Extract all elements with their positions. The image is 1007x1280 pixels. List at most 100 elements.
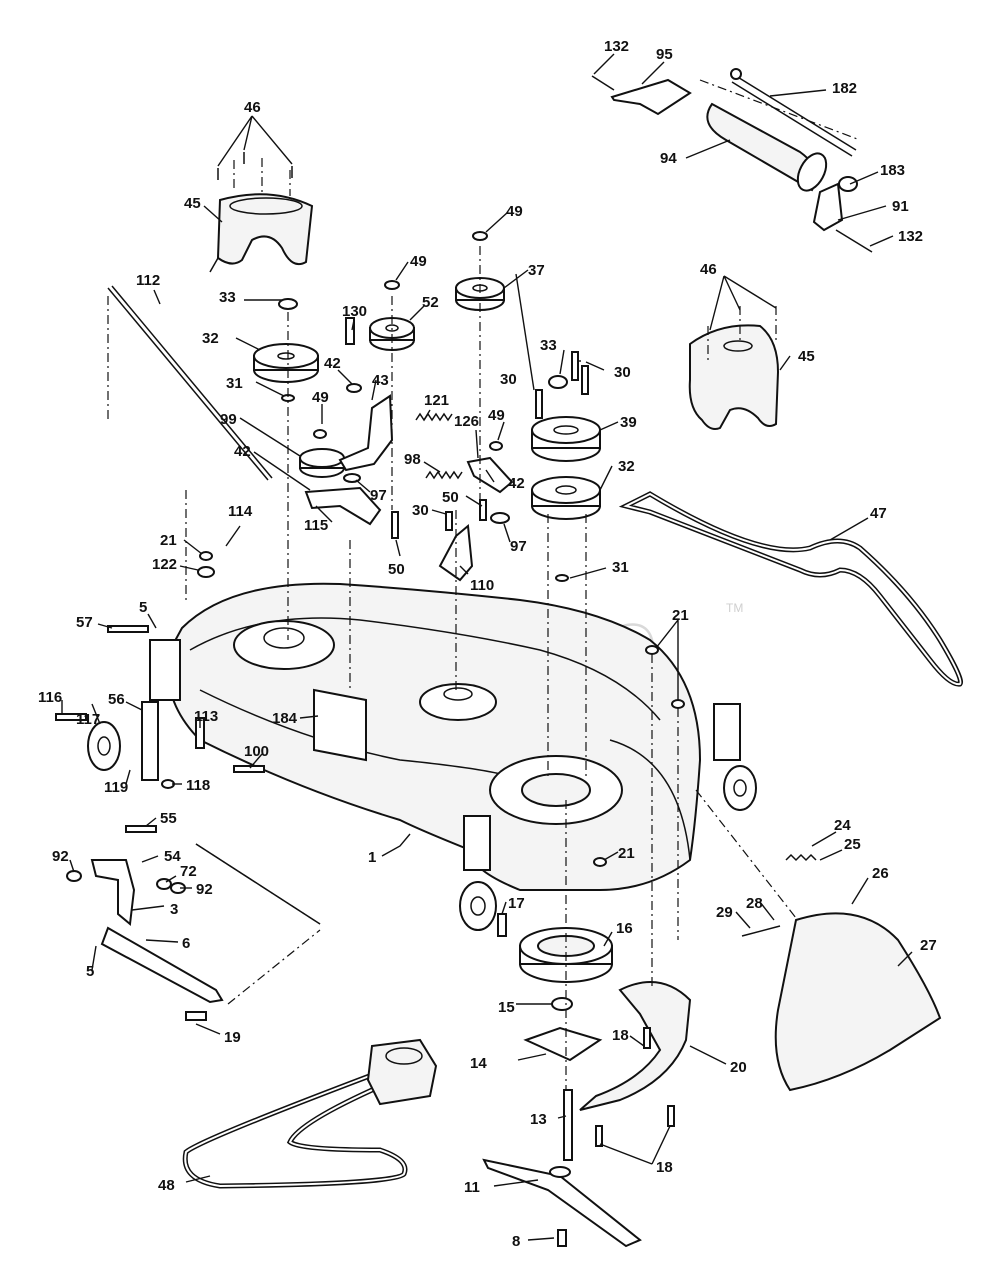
pulley-39 (531, 416, 601, 462)
washer-42-a (346, 383, 362, 393)
callout-27: 27 (920, 937, 937, 954)
callout-5: 5 (86, 963, 94, 980)
callout-45: 45 (798, 348, 815, 365)
callout-98: 98 (404, 451, 421, 468)
small-hardware (55, 551, 685, 1247)
bolt-130 (345, 317, 355, 345)
belt-cover-left (209, 152, 314, 273)
callout-49: 49 (312, 389, 329, 406)
callout-16: 16 (616, 920, 633, 937)
callout-21: 21 (672, 607, 689, 624)
pulley-32-right (531, 476, 601, 520)
callout-31: 31 (226, 375, 243, 392)
callout-37: 37 (528, 262, 545, 279)
callout-132: 132 (604, 38, 629, 55)
callout-15: 15 (498, 999, 515, 1016)
callout-20: 20 (730, 1059, 747, 1076)
callout-25: 25 (844, 836, 861, 853)
roller-assembly (591, 68, 873, 253)
callout-42: 42 (508, 475, 525, 492)
callout-17: 17 (508, 895, 525, 912)
wheel-right (723, 765, 757, 811)
callout-19: 19 (224, 1029, 241, 1046)
callout-110: 110 (470, 577, 494, 594)
callout-46: 46 (244, 99, 261, 116)
pulley-32-left (253, 343, 319, 383)
callout-13: 13 (530, 1111, 547, 1128)
callout-182: 182 (832, 80, 857, 97)
callout-54: 54 (164, 848, 181, 865)
wheel-front (459, 881, 497, 931)
callout-184: 184 (272, 710, 298, 727)
spring-121 (415, 412, 453, 422)
link-6 (100, 926, 224, 1004)
nut-49-a (472, 231, 488, 241)
idler-99 (299, 448, 345, 478)
callout-49: 49 (410, 253, 427, 270)
callout-32: 32 (202, 330, 219, 347)
bracket-43 (338, 394, 394, 472)
callout-30: 30 (614, 364, 631, 381)
callout-42: 42 (324, 355, 341, 372)
bracket-184 (313, 688, 367, 762)
callout-33: 33 (540, 337, 557, 354)
callout-100: 100 (244, 743, 269, 760)
callout-28: 28 (746, 895, 763, 912)
callout-30: 30 (412, 502, 429, 519)
callout-11: 11 (464, 1179, 480, 1196)
callout-118: 118 (186, 777, 210, 794)
watermark-trademark: TM (726, 601, 743, 615)
callout-48: 48 (158, 1177, 175, 1194)
plate-56 (141, 701, 159, 781)
alignment-lines (107, 246, 797, 1090)
mower-deck (167, 582, 702, 891)
callout-24: 24 (834, 817, 851, 834)
nut-49-c (313, 429, 327, 439)
callout-6: 6 (182, 935, 190, 952)
nut-33-right (548, 375, 568, 389)
callout-3: 3 (170, 901, 178, 918)
callout-50: 50 (388, 561, 405, 578)
callout-126: 126 (454, 413, 479, 430)
callout-43: 43 (372, 372, 389, 389)
callout-26: 26 (872, 865, 889, 882)
bolts-30 (445, 351, 589, 531)
spring-98 (425, 470, 463, 480)
bolt-50-b (479, 499, 487, 521)
callout-113: 113 (194, 708, 218, 725)
gearbox (366, 1038, 438, 1106)
spring-25 (785, 853, 817, 862)
rod-29 (741, 925, 781, 937)
rod-112 (107, 287, 269, 481)
callout-18: 18 (656, 1159, 673, 1176)
callout-29: 29 (716, 904, 733, 921)
nut-49-d (489, 441, 503, 451)
wheel-117 (87, 721, 121, 771)
callout-8: 8 (512, 1233, 520, 1250)
callout-95: 95 (656, 46, 673, 63)
callout-97: 97 (510, 538, 527, 555)
callout-47: 47 (870, 505, 887, 522)
callout-132: 132 (898, 228, 923, 245)
callout-30: 30 (500, 371, 517, 388)
callout-91: 91 (892, 198, 909, 215)
callout-183: 183 (880, 162, 905, 179)
callout-49: 49 (506, 203, 523, 220)
callout-14: 14 (470, 1055, 487, 1072)
callout-21: 21 (160, 532, 177, 549)
belt-cover-right (688, 306, 780, 430)
hanger-front (463, 815, 491, 871)
nut-49-b (384, 280, 400, 290)
callout-117: 117 (76, 711, 100, 728)
callout-52: 52 (422, 294, 439, 311)
callout-1: 1 (368, 849, 376, 866)
link-3 (90, 859, 136, 926)
bolt-50-a (391, 511, 399, 539)
callout-45: 45 (184, 195, 201, 212)
chute-27 (774, 912, 942, 1092)
callout-49: 49 (488, 407, 505, 424)
callout-31: 31 (612, 559, 629, 576)
callout-99: 99 (220, 411, 237, 428)
